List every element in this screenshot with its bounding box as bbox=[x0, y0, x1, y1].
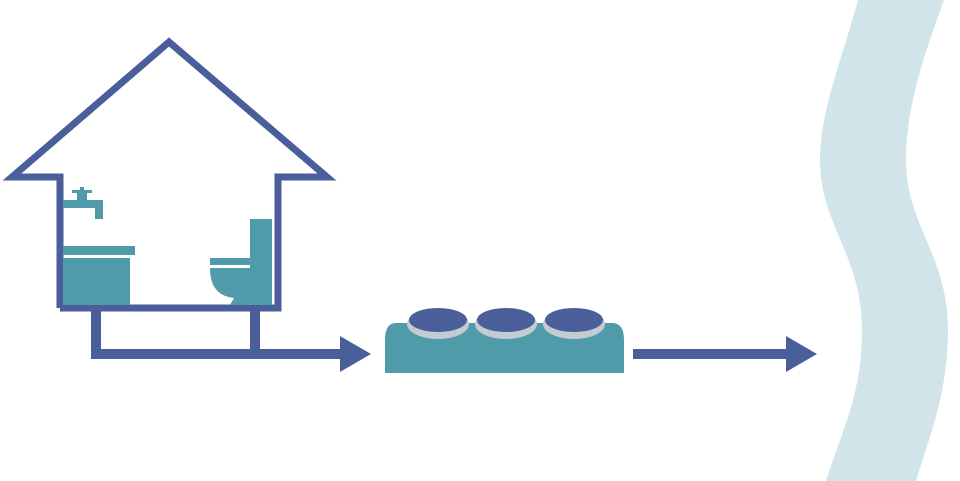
sink-icon bbox=[63, 246, 135, 305]
arrow-to-river-icon bbox=[633, 336, 817, 372]
faucet-icon bbox=[63, 187, 103, 219]
river-icon bbox=[820, 0, 948, 481]
tank-lid-1-top bbox=[409, 308, 467, 332]
tank-lid-2-top bbox=[477, 308, 535, 332]
toilet-icon bbox=[210, 219, 272, 305]
drain-pipe bbox=[91, 308, 345, 359]
tank-lid-3-top bbox=[545, 308, 603, 332]
house-outline-icon bbox=[2, 37, 337, 312]
arrow-to-tank-icon bbox=[340, 336, 371, 372]
septic-tank-icon bbox=[385, 308, 624, 373]
